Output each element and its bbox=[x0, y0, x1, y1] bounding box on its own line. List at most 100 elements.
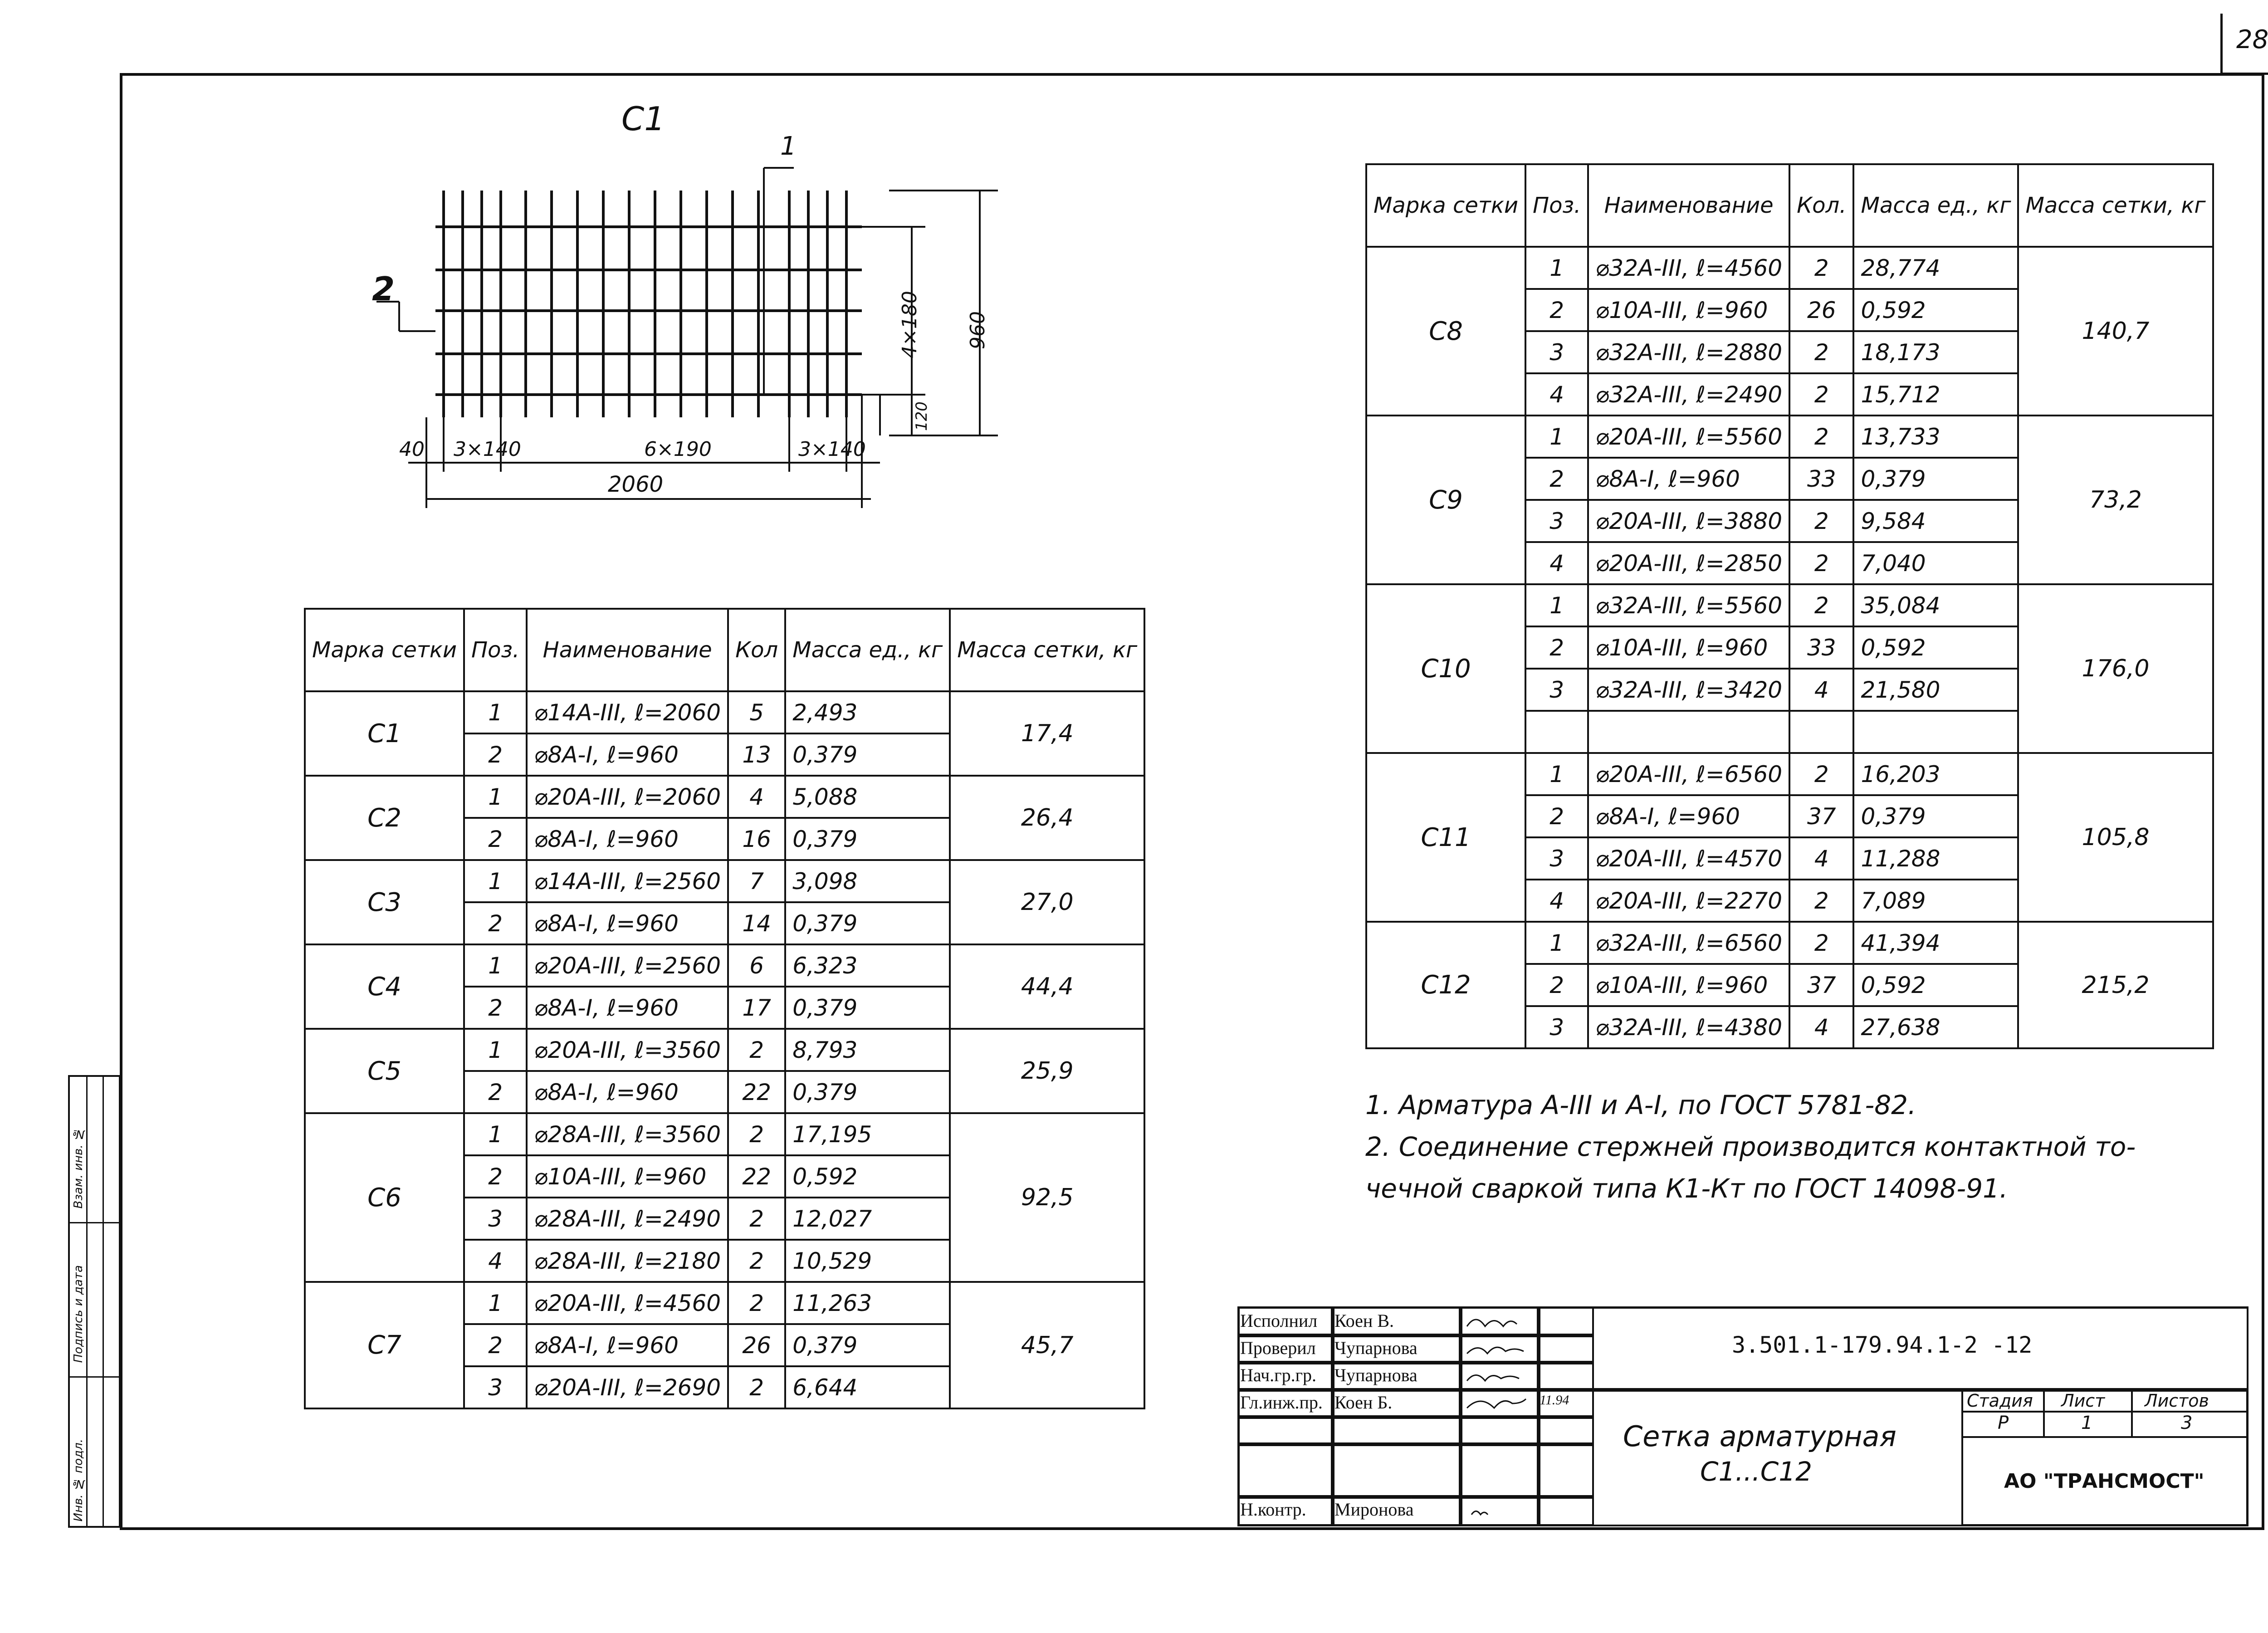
mesh-total-mass-cell: 215,2 bbox=[2017, 921, 2214, 1049]
position-cell: 3 bbox=[1525, 836, 1589, 880]
stamp-name: Коен В. bbox=[1334, 1310, 1394, 1331]
unit-mass-cell: 13,733 bbox=[1853, 415, 2019, 459]
quantity-cell: 2 bbox=[1789, 372, 1855, 416]
position-cell: 1 bbox=[463, 859, 528, 903]
mesh-total-mass-cell: 92,5 bbox=[949, 1112, 1146, 1283]
quantity-cell: 17 bbox=[727, 986, 787, 1030]
mesh-total-mass-cell: 45,7 bbox=[949, 1281, 1146, 1409]
col-header-qty: Кол. bbox=[1789, 163, 1855, 248]
quantity-cell: 16 bbox=[727, 817, 787, 861]
side-strip-divider bbox=[103, 1077, 104, 1526]
col-header-pos: Поз. bbox=[463, 608, 528, 692]
position-cell: 2 bbox=[463, 733, 528, 777]
position-cell: 1 bbox=[463, 1281, 528, 1325]
col-header-unit-mass: Масса ед., кг bbox=[784, 608, 951, 692]
col-header-name: Наименование bbox=[526, 608, 729, 692]
unit-mass-cell: 0,592 bbox=[1853, 963, 2019, 1007]
position-cell: 2 bbox=[1525, 963, 1589, 1007]
side-strip-label-2: Подпись и дата bbox=[72, 1265, 85, 1363]
unit-mass-cell: 11,263 bbox=[784, 1281, 951, 1325]
col-header-qty: Кол bbox=[727, 608, 787, 692]
drawing-name-line1: Сетка арматурная bbox=[1623, 1420, 1897, 1453]
dim-120: 120 bbox=[913, 401, 931, 431]
position-cell: 1 bbox=[1525, 246, 1589, 290]
position-cell: 2 bbox=[1525, 794, 1589, 838]
unit-mass-cell: 18,173 bbox=[1853, 330, 2019, 374]
mesh-mark-cell: С11 bbox=[1365, 752, 1527, 923]
mesh-mark-cell: С12 bbox=[1365, 921, 1527, 1049]
position-cell: 2 bbox=[463, 986, 528, 1030]
unit-mass-cell: 8,793 bbox=[784, 1028, 951, 1072]
col-header-mesh-mass: Масса сетки, кг bbox=[2017, 163, 2214, 248]
item-name-cell: ⌀8А-I, ℓ=960 bbox=[526, 817, 729, 861]
item-name-cell: ⌀28А-III, ℓ=3560 bbox=[526, 1112, 729, 1156]
dim-vert-spacing: 4×180 bbox=[898, 291, 921, 358]
item-name-cell: ⌀20А-III, ℓ=2690 bbox=[526, 1365, 729, 1409]
mesh-mark-cell: С3 bbox=[303, 859, 465, 945]
position-cell: 3 bbox=[1525, 499, 1589, 543]
dim-right: 3×140 bbox=[798, 438, 866, 461]
mesh-total-mass-cell: 44,4 bbox=[949, 944, 1146, 1030]
item-name-cell: ⌀8А-I, ℓ=960 bbox=[1587, 794, 1791, 838]
quantity-cell: 33 bbox=[1789, 457, 1855, 501]
quantity-cell: 14 bbox=[727, 901, 787, 945]
quantity-cell: 2 bbox=[1789, 583, 1855, 627]
organization: АО "ТРАНСМОСТ" bbox=[2004, 1470, 2204, 1493]
quantity-cell: 2 bbox=[727, 1281, 787, 1325]
quantity-cell: 4 bbox=[1789, 1005, 1855, 1049]
mesh-total-mass-cell: 176,0 bbox=[2017, 583, 2214, 754]
quantity-cell: 4 bbox=[1789, 668, 1855, 712]
quantity-cell: 2 bbox=[1789, 499, 1855, 543]
stamp-divider bbox=[1237, 1388, 1594, 1392]
unit-mass-cell: 0,379 bbox=[784, 1070, 951, 1114]
item-name-cell: ⌀8А-I, ℓ=960 bbox=[1587, 457, 1791, 501]
sheets-value: 3 bbox=[2181, 1413, 2193, 1433]
position-cell: 2 bbox=[463, 1323, 528, 1367]
position-cell: 1 bbox=[1525, 752, 1589, 796]
unit-mass-cell: 5,088 bbox=[784, 775, 951, 819]
position-cell: 3 bbox=[1525, 668, 1589, 712]
item-name-cell: ⌀32А-III, ℓ=4380 bbox=[1587, 1005, 1791, 1049]
position-cell: 2 bbox=[1525, 288, 1589, 332]
quantity-cell bbox=[1789, 710, 1855, 754]
stamp-role: Проверил bbox=[1240, 1338, 1316, 1358]
table-header-row: Марка сетки Поз. Наименование Кол. Масса… bbox=[1365, 163, 2214, 248]
unit-mass-cell: 3,098 bbox=[784, 859, 951, 903]
quantity-cell: 26 bbox=[727, 1323, 787, 1367]
quantity-cell: 2 bbox=[1789, 921, 1855, 965]
mesh-mark-cell: С1 bbox=[303, 690, 465, 777]
item-name-cell: ⌀32А-III, ℓ=5560 bbox=[1587, 583, 1791, 627]
mesh-total-mass-cell: 105,8 bbox=[2017, 752, 2214, 923]
unit-mass-cell: 7,089 bbox=[1853, 879, 2019, 923]
item-name-cell: ⌀20А-III, ℓ=4570 bbox=[1587, 836, 1791, 880]
position-cell: 2 bbox=[463, 817, 528, 861]
unit-mass-cell: 9,584 bbox=[1853, 499, 2019, 543]
spec-table-right: Марка сетки Поз. Наименование Кол. Масса… bbox=[1365, 163, 2214, 1049]
item-name-cell: ⌀32А-III, ℓ=2880 bbox=[1587, 330, 1791, 374]
position-cell: 1 bbox=[463, 775, 528, 819]
item-name-cell: ⌀32А-III, ℓ=6560 bbox=[1587, 921, 1791, 965]
item-name-cell: ⌀28А-III, ℓ=2490 bbox=[526, 1197, 729, 1241]
quantity-cell: 2 bbox=[1789, 879, 1855, 923]
position-cell: 2 bbox=[1525, 626, 1589, 670]
mesh-mark-cell: С9 bbox=[1365, 415, 1527, 585]
quantity-cell: 37 bbox=[1789, 794, 1855, 838]
mesh-total-mass-cell: 73,2 bbox=[2017, 415, 2214, 585]
mesh-mark-cell: С10 bbox=[1365, 583, 1527, 754]
quantity-cell: 2 bbox=[727, 1112, 787, 1156]
position-cell: 4 bbox=[1525, 879, 1589, 923]
drawing-frame bbox=[120, 73, 2264, 1530]
stamp-name: Миронова bbox=[1334, 1499, 1414, 1520]
